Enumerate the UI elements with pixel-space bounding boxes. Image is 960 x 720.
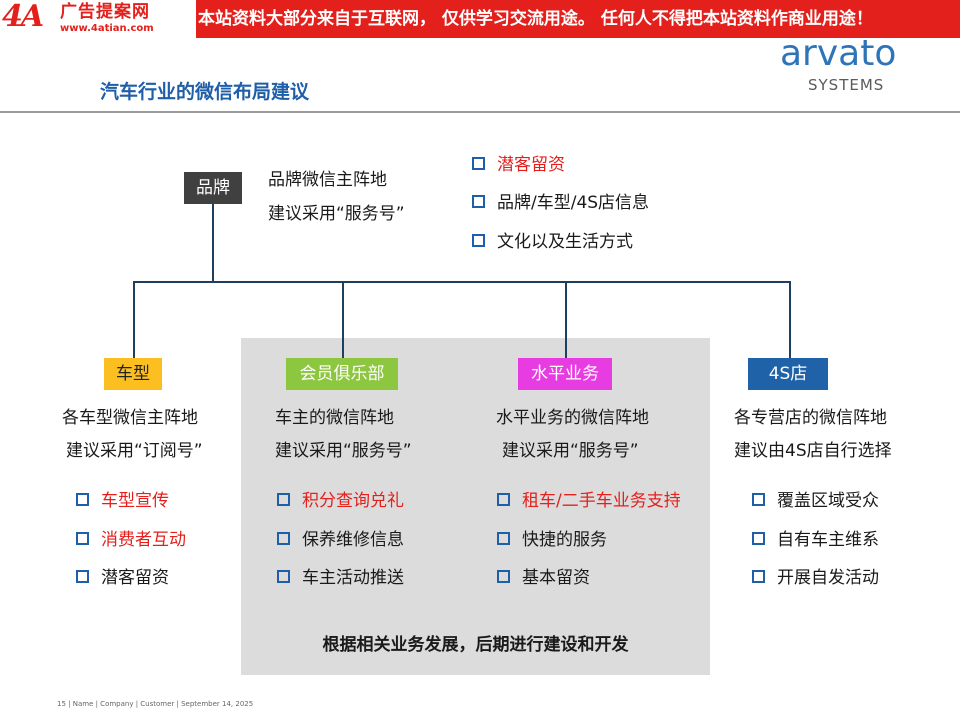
horizontal-business-bullet: 快捷的服务 xyxy=(497,529,607,551)
car-model-label: 车型 xyxy=(104,358,162,390)
horizontal-business-bullet: 租车/二手车业务支持 xyxy=(497,490,681,512)
dealer-4s-desc-line2: 建议由4S店自行选择 xyxy=(734,441,892,461)
member-club-desc-line2: 建议采用“服务号” xyxy=(275,441,412,461)
car-model-bullet: 潜客留资 xyxy=(76,567,169,589)
checkbox-icon xyxy=(472,233,485,247)
car-model-desc-line2: 建议采用“订阅号” xyxy=(66,441,203,461)
member-club-label: 会员俱乐部 xyxy=(286,358,398,390)
brand-desc-line2: 建议采用“服务号” xyxy=(268,204,405,224)
horizontal-business-desc-line1: 水平业务的微信阵地 xyxy=(496,408,649,428)
checkbox-icon xyxy=(752,492,765,506)
horizontal-business-label: 水平业务 xyxy=(518,358,612,390)
member-club-bullet: 积分查询兑礼 xyxy=(277,490,404,512)
brand-label: 品牌 xyxy=(184,172,242,204)
brand-bullet: 文化以及生活方式 xyxy=(472,231,633,253)
car-model-desc-line1: 各车型微信主阵地 xyxy=(62,408,198,428)
dealer-4s-bullet: 覆盖区域受众 xyxy=(752,490,879,512)
connector-car xyxy=(133,281,135,358)
checkbox-icon xyxy=(497,492,510,506)
brand-bullet: 品牌/车型/4S店信息 xyxy=(472,192,649,214)
title-divider xyxy=(0,111,960,113)
horizontal-business-bullet: 基本留资 xyxy=(497,567,590,589)
checkbox-icon xyxy=(76,492,89,506)
connector-horizontal xyxy=(133,281,790,283)
checkbox-icon xyxy=(472,156,485,170)
member-club-bullet: 保养维修信息 xyxy=(277,529,404,551)
connector-brand-vertical xyxy=(212,204,214,281)
site-logo[interactable] xyxy=(0,0,196,38)
checkbox-icon xyxy=(76,531,89,545)
connector-club xyxy=(342,281,344,358)
checkbox-icon xyxy=(277,492,290,506)
checkbox-icon xyxy=(497,531,510,545)
arvato-logo-sub: SYSTEMS xyxy=(808,76,885,94)
site-logo-title: 广告提案网 xyxy=(60,2,150,22)
brand-desc-line1: 品牌微信主阵地 xyxy=(268,170,387,190)
site-logo-url: www.4atian.com xyxy=(60,23,154,34)
checkbox-icon xyxy=(472,194,485,208)
slide-footer: 15 | Name | Company | Customer | Septemb… xyxy=(57,700,254,708)
dealer-4s-bullet: 自有车主维系 xyxy=(752,529,879,551)
banner-notice: 本站资料大部分来自于互联网， 仅供学习交流用途。 任何人不得把本站资料作商业用途… xyxy=(198,9,873,29)
checkbox-icon xyxy=(752,531,765,545)
dealer-4s-label: 4S店 xyxy=(748,358,828,390)
connector-4s xyxy=(789,281,791,358)
dealer-4s-bullet: 开展自发活动 xyxy=(752,567,879,589)
horizontal-business-desc-line2: 建议采用“服务号” xyxy=(502,441,639,461)
slide-title: 汽车行业的微信布局建议 xyxy=(100,81,310,103)
connector-horizontal-biz xyxy=(565,281,567,358)
checkbox-icon xyxy=(752,569,765,583)
checkbox-icon xyxy=(497,569,510,583)
checkbox-icon xyxy=(277,569,290,583)
site-logo-mark: 4A xyxy=(2,0,44,34)
gray-panel xyxy=(241,338,710,675)
car-model-bullet: 消费者互动 xyxy=(76,529,186,551)
dealer-4s-desc-line1: 各专营店的微信阵地 xyxy=(734,408,887,428)
car-model-bullet: 车型宣传 xyxy=(76,490,169,512)
member-club-desc-line1: 车主的微信阵地 xyxy=(275,408,394,428)
brand-bullet: 潜客留资 xyxy=(472,154,565,176)
bottom-note: 根据相关业务发展，后期进行建设和开发 xyxy=(322,635,629,655)
checkbox-icon xyxy=(277,531,290,545)
member-club-bullet: 车主活动推送 xyxy=(277,567,404,589)
checkbox-icon xyxy=(76,569,89,583)
arvato-logo: arvato xyxy=(780,33,897,74)
